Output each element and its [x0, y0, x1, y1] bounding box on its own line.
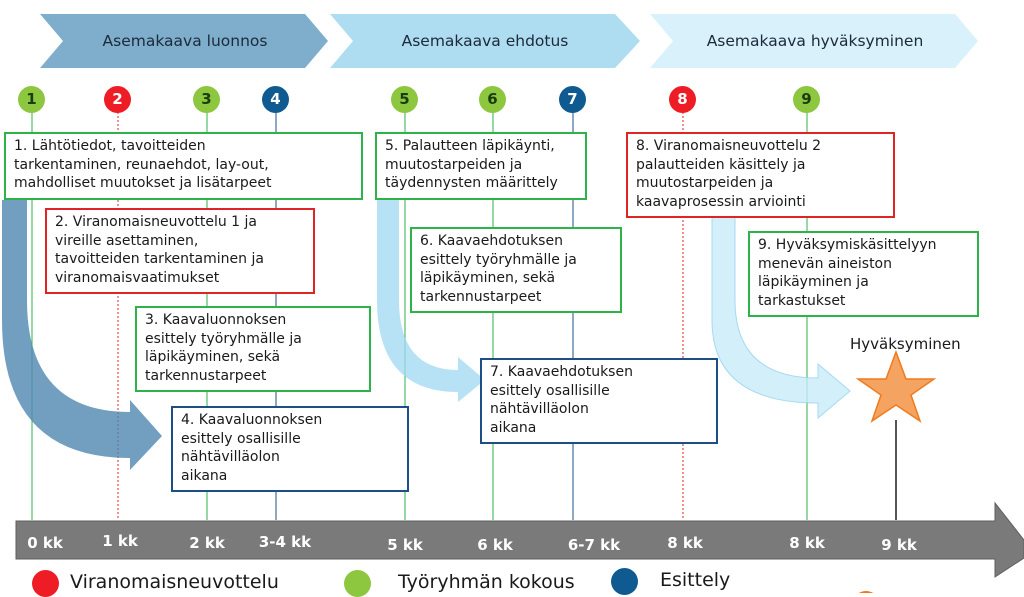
flow-arrow-ehdotus [377, 198, 485, 402]
meeting-marker-7: 7 [559, 86, 586, 113]
timeline-label-6: 6-7 kk [567, 536, 621, 554]
phase-label-hyvaksyminen: Asemakaava hyväksyminen [706, 32, 924, 50]
step-box-9: 9. Hyväksymiskäsittelyyn menevän aineist… [748, 231, 979, 317]
step-box-6: 6. Kaavaehdotuksen esittely työryhmälle … [410, 227, 622, 313]
step-box-4: 4. Kaavaluonnoksen esittely osallisille … [171, 406, 409, 492]
timeline-label-1: 1 kk [102, 532, 138, 550]
timeline-label-4: 5 kk [387, 536, 423, 554]
phase-chevron-3 [650, 14, 978, 68]
timeline-arrow [15, 501, 1024, 578]
phase-label-ehdotus: Asemakaava ehdotus [401, 32, 569, 50]
legend-label-viranomaisneuvottelu: Viranomaisneuvottelu [70, 571, 279, 593]
legend-label-esittely: Esittely [660, 569, 731, 591]
meeting-marker-4: 4 [262, 86, 289, 113]
step-box-8: 8. Viranomaisneuvottelu 2 palautteiden k… [626, 132, 895, 218]
meeting-marker-6: 6 [479, 86, 506, 113]
timeline-label-8: 8 kk [789, 534, 825, 552]
meeting-marker-2: 2 [104, 86, 131, 113]
legend-label-tyoryhman-kokous: Työryhmän kokous [398, 571, 575, 593]
meeting-marker-9: 9 [793, 86, 820, 113]
approval-label: Hyväksyminen [850, 335, 961, 353]
flow-arrow-luonnos [2, 200, 162, 470]
timeline-label-0: 0 kk [27, 534, 63, 552]
approval-star-icon [855, 349, 937, 423]
step-box-1: 1. Lähtötiedot, tavoitteiden tarkentamin… [4, 132, 363, 200]
timeline-label-9: 9 kk [881, 536, 917, 554]
timeline-label-2: 2 kk [189, 534, 225, 552]
legend-dot-esittely [611, 568, 638, 595]
timeline-label-5: 6 kk [477, 536, 513, 554]
flow-arrow-hyvaksyminen [711, 215, 851, 420]
phase-label-luonnos: Asemakaava luonnos [102, 32, 268, 50]
meeting-marker-5: 5 [391, 86, 418, 113]
step-box-3: 3. Kaavaluonnoksen esittely työryhmälle … [135, 306, 371, 392]
timeline-label-3: 3-4 kk [258, 533, 312, 551]
step-box-7: 7. Kaavaehdotuksen esittely osallisille … [480, 358, 718, 444]
step-box-5: 5. Palautteen läpikäynti, muutostarpeide… [375, 132, 587, 200]
timeline-label-7: 8 kk [667, 534, 703, 552]
phase-chevron-1 [40, 14, 328, 68]
step-box-2: 2. Viranomaisneuvottelu 1 ja vireille as… [45, 208, 315, 294]
meeting-marker-8: 8 [669, 86, 696, 113]
meeting-marker-3: 3 [193, 86, 220, 113]
phase-chevron-2 [330, 14, 640, 68]
meeting-marker-1: 1 [18, 86, 45, 113]
